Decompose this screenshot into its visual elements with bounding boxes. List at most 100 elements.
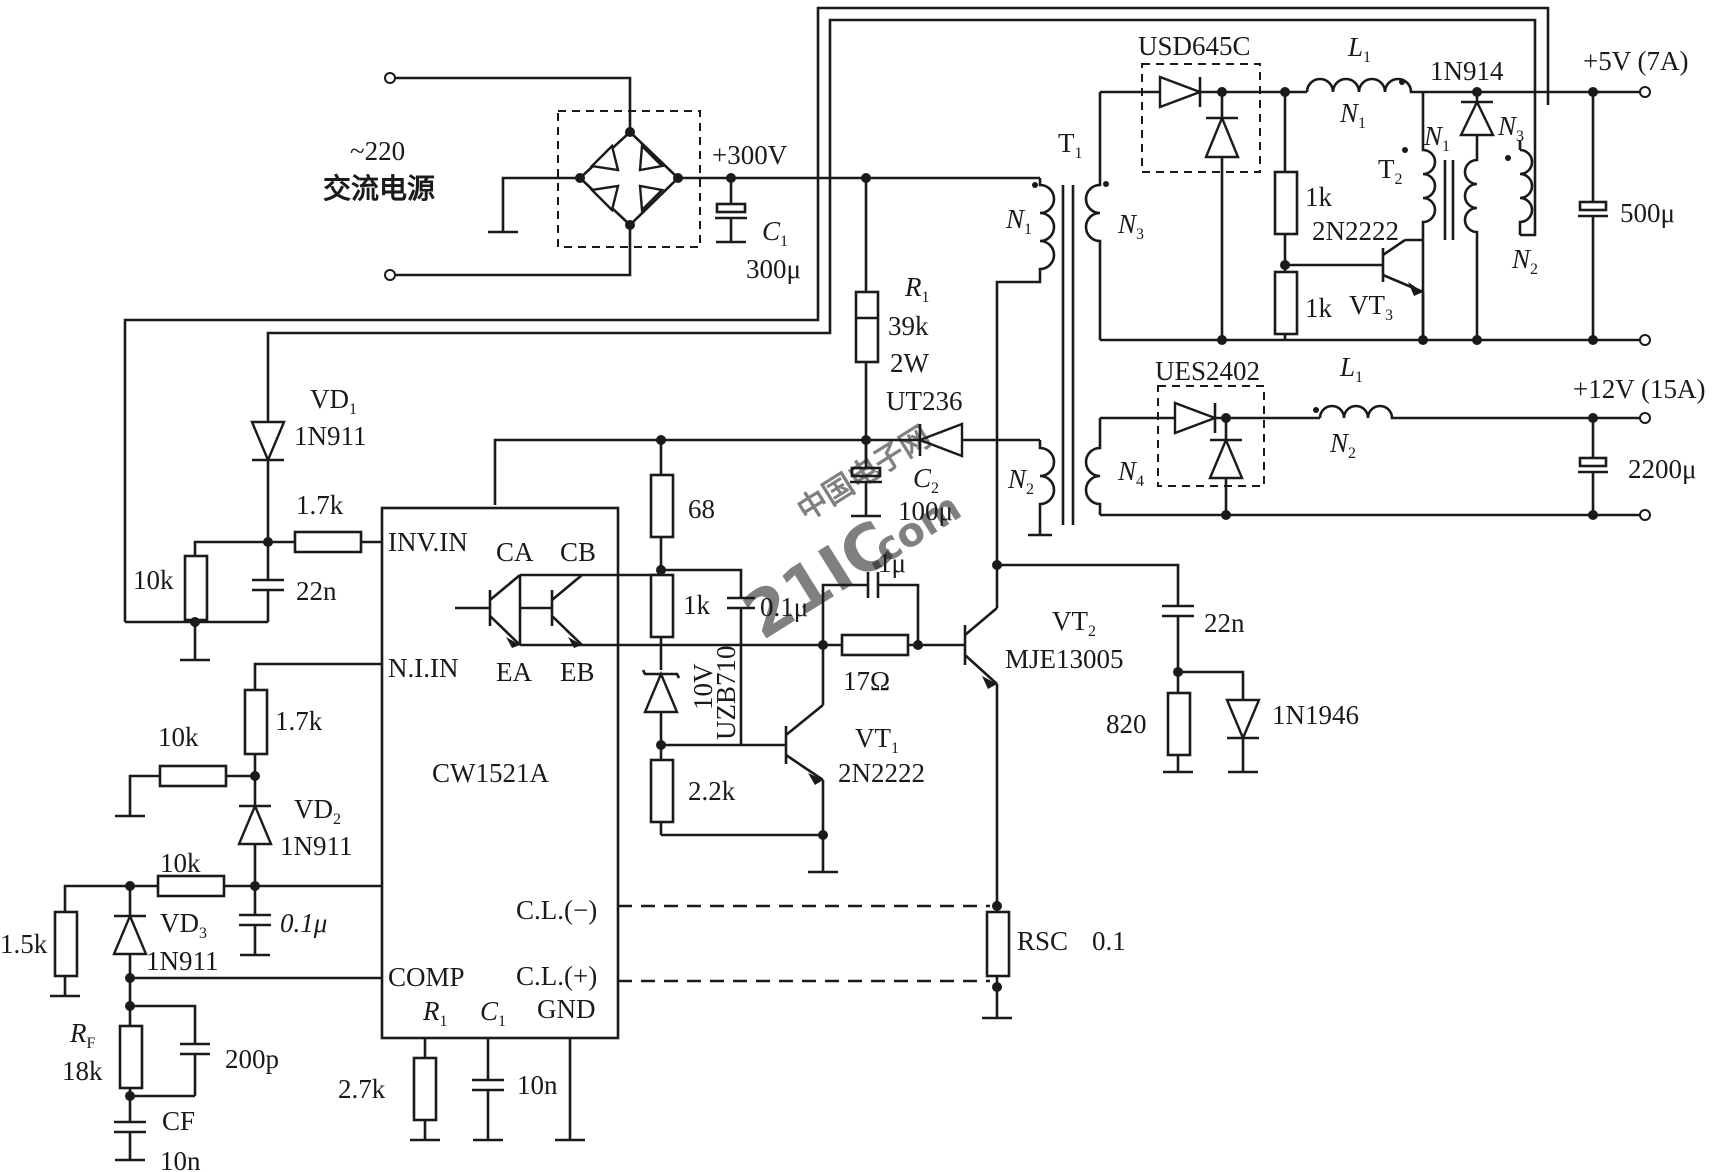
output-12v: UES2402 L1 N2 +12V (15A) 2200μ bbox=[1098, 352, 1705, 521]
c-500u-capacitor bbox=[1578, 200, 1608, 212]
c-0u1-drive-value: 0.1μ bbox=[760, 592, 808, 622]
ic-cw1521a: CW1521A INV.IN N.I.IN CA CB EA EB C.L.(−… bbox=[380, 506, 620, 1040]
vd3-diode bbox=[112, 912, 148, 956]
rf-ref: RF bbox=[69, 1018, 96, 1052]
c2-ref: C2 bbox=[913, 463, 939, 497]
vd1-diode bbox=[250, 420, 286, 464]
inv-in-network: VD1 1N911 1.7k 10k 22n bbox=[125, 378, 382, 662]
usd645c-label: USD645C bbox=[1138, 31, 1251, 61]
t2-n1-label: N1 bbox=[1423, 121, 1450, 155]
r-820-value: 820 bbox=[1106, 709, 1147, 739]
usd645c-forward-diode bbox=[1158, 75, 1204, 109]
t1-n4-label: N4 bbox=[1117, 456, 1144, 490]
c-1u-value: 1μ bbox=[878, 548, 906, 578]
vt2-ref: VT2 bbox=[1052, 606, 1096, 640]
r-10k-comp bbox=[156, 874, 226, 898]
r-1k7-inv bbox=[293, 530, 363, 554]
r-10k-inv bbox=[183, 554, 209, 622]
t1-ref: T1 bbox=[1058, 128, 1083, 162]
cf-ref: CF bbox=[162, 1106, 195, 1136]
ic-pin-gnd: GND bbox=[537, 994, 596, 1024]
ic-body bbox=[380, 506, 620, 1040]
rsc-resistor bbox=[985, 910, 1011, 978]
t1-n1-label: N1 bbox=[1005, 204, 1032, 238]
c-22n-inv-value: 22n bbox=[296, 576, 337, 606]
cf-value: 10n bbox=[160, 1146, 201, 1172]
ct-value: 10n bbox=[517, 1070, 558, 1100]
transformer-t1: T1 N1 N2 N3 N4 bbox=[995, 92, 1144, 565]
ic-pin-ea: EA bbox=[496, 657, 532, 687]
t2-n2-label: N2 bbox=[1511, 244, 1538, 278]
l1-12v-winding: N2 bbox=[1329, 428, 1356, 462]
c-500u-value: 500μ bbox=[1620, 198, 1675, 228]
ic-name: CW1521A bbox=[432, 758, 549, 788]
r1-startup-resistor bbox=[854, 290, 880, 364]
r-1k7-ni bbox=[243, 688, 269, 756]
output-5v-return-terminal[interactable] bbox=[1639, 334, 1651, 346]
rsc-ref: RSC bbox=[1017, 926, 1068, 956]
c-2200u-value: 2200μ bbox=[1628, 454, 1696, 484]
output-12v-label: +12V (15A) bbox=[1573, 374, 1705, 404]
r-10k-inv-value: 10k bbox=[133, 565, 174, 595]
ac-terminal-bottom[interactable] bbox=[384, 269, 396, 281]
r1-value: 39k bbox=[888, 311, 929, 341]
bridge-rectifier bbox=[488, 110, 701, 248]
ues2402-freewheel-diode bbox=[1208, 436, 1244, 480]
r-1k-upper-value: 1k bbox=[1305, 182, 1333, 212]
ues2402-forward-diode bbox=[1173, 401, 1219, 435]
ic-pin-r1: R1 bbox=[422, 996, 448, 1030]
rt-value: 2.7k bbox=[338, 1074, 386, 1104]
r-10k-ni-value: 10k bbox=[158, 722, 199, 752]
r-1k-drive bbox=[649, 573, 675, 639]
c-2200u-capacitor bbox=[1578, 456, 1608, 468]
r-1k5 bbox=[53, 910, 79, 978]
vd1-part: 1N911 bbox=[294, 421, 367, 451]
ues2402-label: UES2402 bbox=[1155, 356, 1260, 386]
ac-voltage-label: ~220 bbox=[350, 136, 405, 166]
d-1n1946 bbox=[1225, 698, 1261, 742]
rf-value: 18k bbox=[62, 1056, 103, 1086]
r-1k7-inv-value: 1.7k bbox=[296, 490, 344, 520]
output-12v-return-terminal[interactable] bbox=[1639, 509, 1651, 521]
vt3-ref: VT3 bbox=[1349, 290, 1393, 324]
rail-300v: +300V C1 300μ bbox=[678, 140, 1040, 284]
r-2k2 bbox=[649, 758, 675, 824]
c-0u1-ni-value: 0.1μ bbox=[280, 908, 327, 938]
c1-ref: C1 bbox=[762, 216, 788, 250]
ic-pin-cb: CB bbox=[560, 537, 596, 567]
usd645c-freewheel-diode bbox=[1204, 114, 1240, 159]
vd3-part: 1N911 bbox=[146, 946, 219, 976]
output-12v-terminal[interactable] bbox=[1639, 412, 1651, 424]
ic-pin-cl-minus: C.L.(−) bbox=[516, 895, 597, 925]
ic-pin-comp: COMP bbox=[388, 962, 465, 992]
r-820 bbox=[1166, 691, 1192, 757]
ic-pin-c1: C1 bbox=[480, 996, 506, 1030]
r-1k7-ni-value: 1.7k bbox=[275, 706, 323, 736]
output-5v-label: +5V (7A) bbox=[1583, 46, 1688, 76]
c2-capacitor bbox=[850, 466, 882, 478]
feedback-wires-top bbox=[123, 6, 1550, 622]
ni-in-network: 1.7k 10k VD2 1N911 0.1μ bbox=[115, 662, 382, 957]
output-5v-terminal[interactable] bbox=[1639, 86, 1651, 98]
rsc-value: 0.1 bbox=[1092, 926, 1126, 956]
rail-300v-label: +300V bbox=[712, 140, 788, 170]
r-1k-drive-value: 1k bbox=[683, 590, 711, 620]
t2-n3-label: N3 bbox=[1497, 111, 1524, 145]
d-1n914-diode bbox=[1459, 99, 1495, 137]
output-5v: USD645C L1 N1 +5V (7A) 500μ bbox=[1100, 31, 1688, 346]
t2-ref: T2 bbox=[1378, 154, 1403, 188]
c1-value: 300μ bbox=[746, 254, 801, 284]
r-68-value: 68 bbox=[688, 494, 715, 524]
t1-n2-label: N2 bbox=[1007, 464, 1034, 498]
rf-resistor bbox=[118, 1024, 144, 1090]
rt-resistor bbox=[412, 1056, 438, 1122]
ac-terminal-top[interactable] bbox=[384, 72, 396, 84]
r-17-ohm bbox=[840, 633, 910, 657]
r-1k5-value: 1.5k bbox=[0, 929, 48, 959]
r-1k-lower-value: 1k bbox=[1305, 293, 1333, 323]
c-200p-value: 200p bbox=[225, 1044, 279, 1074]
d-1n1946-label: 1N1946 bbox=[1272, 700, 1359, 730]
zener-diode bbox=[643, 670, 679, 714]
vt2-part: MJE13005 bbox=[1005, 644, 1124, 674]
